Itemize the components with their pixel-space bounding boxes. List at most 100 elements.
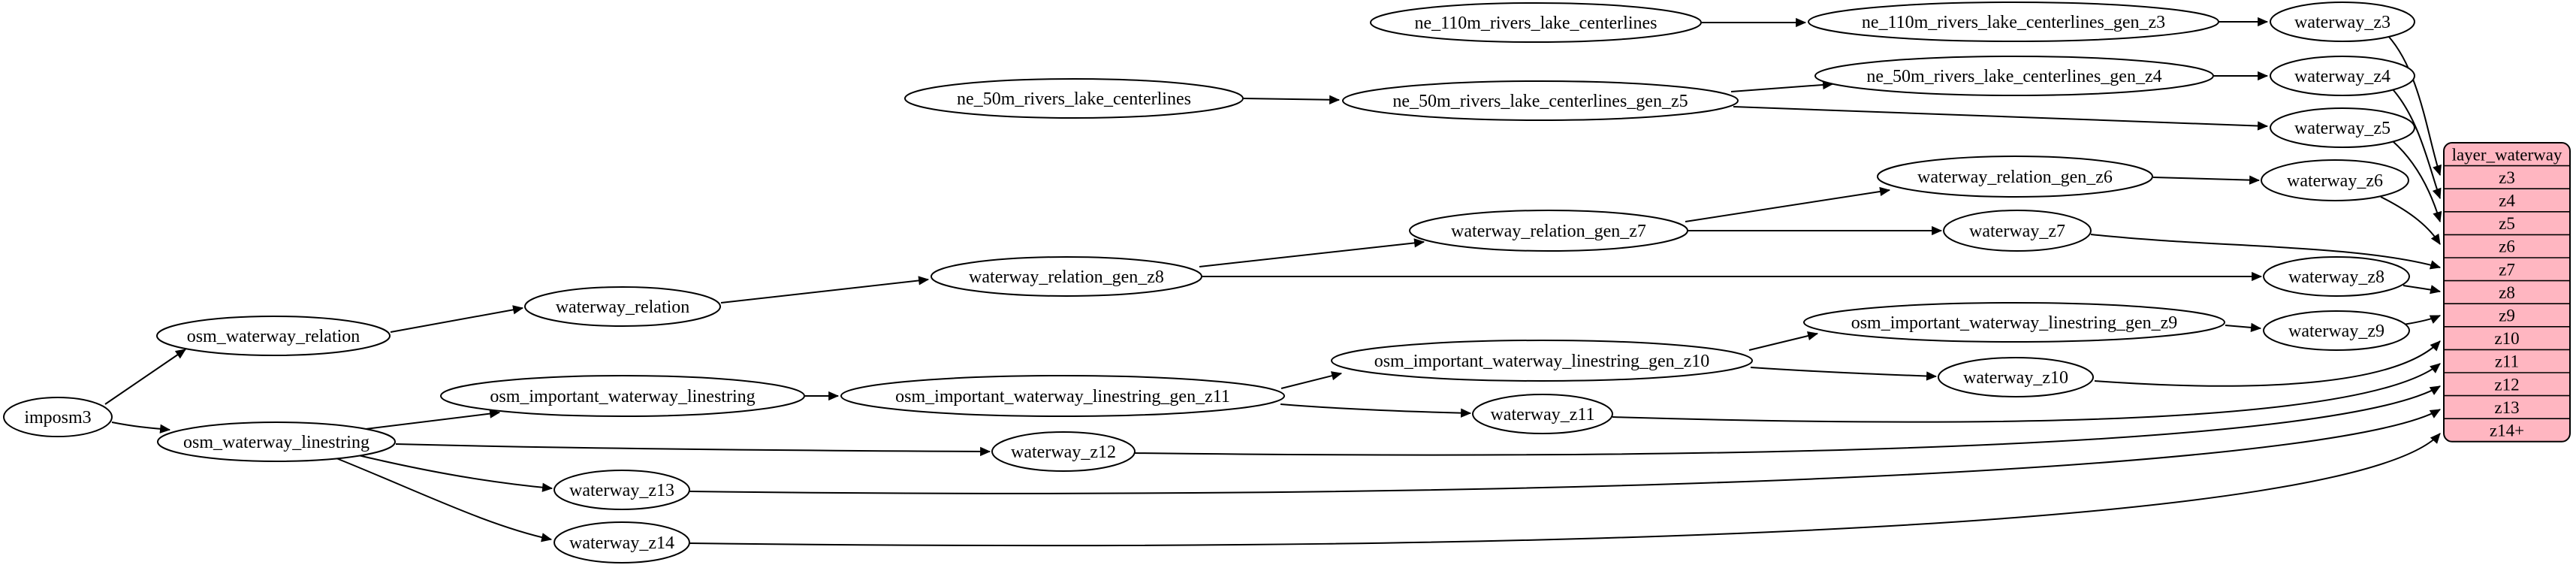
edges-layer [104,17,2442,547]
edge-waterway_z10-to-row_z10 [2094,340,2441,387]
edge-waterway_z13-to-row_z13 [689,409,2441,494]
node-waterway_z7: waterway_z7 [1943,210,2092,252]
edge-waterway_relation_gen_z7-to-waterway_relation_gen_z6 [1685,186,1891,222]
node-waterway_z12: waterway_z12 [991,431,1136,472]
table-row-z11: z11 [2495,352,2519,371]
node-waterway_z4-label: waterway_z4 [2294,67,2390,86]
node-waterway_relation_gen_z8-label: waterway_relation_gen_z8 [969,267,1164,287]
node-waterway_z5-shape [2270,107,2415,148]
node-imposm3: imposm3 [3,397,113,437]
edge-waterway_z6-to-row_z6 [2380,196,2441,245]
table-row-z7: z7 [2499,260,2515,279]
node-osm_important_waterway_linestring_gen_z11-label: osm_important_waterway_linestring_gen_z1… [895,387,1230,406]
node-waterway_z14-label: waterway_z14 [569,533,674,553]
node-osm_important_waterway_linestring-shape [440,375,805,417]
node-waterway_z3-shape [2270,2,2415,42]
edge-waterway_z3-to-row_z3 [2387,35,2442,177]
table-row-z14+: z14+ [2490,421,2524,440]
node-waterway_z11-label: waterway_z11 [1490,405,1594,425]
node-osm_important_waterway_linestring_gen_z9: osm_important_waterway_linestring_gen_z9 [1803,302,2225,343]
node-waterway_z11: waterway_z11 [1472,394,1613,434]
node-waterway_z6-label: waterway_z6 [2287,171,2383,191]
node-waterway_relation_gen_z6: waterway_relation_gen_z6 [1877,156,2153,198]
node-waterway_relation_gen_z7-label: waterway_relation_gen_z7 [1451,222,1646,241]
node-imposm3-label: imposm3 [24,408,91,428]
table-row-z12: z12 [2494,375,2519,394]
node-waterway_z12-label: waterway_z12 [1011,443,1116,462]
node-waterway_z10-label: waterway_z10 [1963,368,2068,388]
node-osm_waterway_relation-label: osm_waterway_relation [187,327,360,346]
node-ne_50m_rivers_lake_centerlines_gen_z5: ne_50m_rivers_lake_centerlines_gen_z5 [1342,80,1739,121]
node-waterway_z6: waterway_z6 [2261,159,2409,201]
node-waterway_z10-shape [1938,357,2094,397]
edge-waterway_z14-to-row_z14+ [689,433,2441,547]
node-waterway_relation_gen_z7-shape [1409,210,1688,252]
node-osm_important_waterway_linestring: osm_important_waterway_linestring [440,375,805,417]
node-osm_important_waterway_linestring_gen_z10: osm_important_waterway_linestring_gen_z1… [1331,340,1753,382]
node-osm_important_waterway_linestring_gen_z9-label: osm_important_waterway_linestring_gen_z9 [1851,313,2178,333]
edge-osm_important_waterway_linestring_gen_z11-to-waterway_z11 [1280,403,1472,418]
node-ne_50m_rivers_lake_centerlines_gen_z5-label: ne_50m_rivers_lake_centerlines_gen_z5 [1392,92,1688,111]
node-osm_waterway_linestring-label: osm_waterway_linestring [183,433,370,452]
node-waterway_relation_gen_z7: waterway_relation_gen_z7 [1409,210,1688,252]
node-waterway_z10: waterway_z10 [1938,357,2094,397]
edge-osm_important_waterway_linestring_gen_z11-to-osm_important_waterway_linestring_gen_z10 [1280,371,1343,389]
node-waterway_z14: waterway_z14 [554,521,690,563]
node-waterway_z9-label: waterway_z9 [2288,322,2384,341]
edge-waterway_relation-to-waterway_relation_gen_z8 [720,276,930,304]
table-row-z6: z6 [2499,237,2515,256]
node-waterway_z8: waterway_z8 [2263,256,2410,297]
node-waterway_z3: waterway_z3 [2270,2,2415,42]
node-osm_waterway_relation-shape [156,316,391,356]
node-waterway_z13: waterway_z13 [554,470,690,510]
table-row-z13: z13 [2494,398,2519,417]
edge-waterway_z5-to-row_z5 [2392,140,2442,223]
table-row-z9: z9 [2499,307,2515,325]
node-waterway_z4-shape [2270,56,2415,96]
node-osm_important_waterway_linestring_gen_z11: osm_important_waterway_linestring_gen_z1… [840,375,1285,417]
node-waterway_relation_gen_z6-label: waterway_relation_gen_z6 [1917,168,2113,187]
edge-osm_important_waterway_linestring_gen_z10-to-waterway_z10 [1750,367,1938,381]
node-ne_50m_rivers_lake_centerlines: ne_50m_rivers_lake_centerlines [904,78,1244,119]
node-osm_important_waterway_linestring_gen_z10-shape [1331,340,1753,382]
node-osm_important_waterway_linestring_gen_z9-shape [1803,302,2225,343]
table-row-z3: z3 [2499,168,2515,187]
node-osm_waterway_relation: osm_waterway_relation [156,316,391,356]
node-waterway_relation_gen_z8-shape [931,256,1202,297]
node-waterway_z9: waterway_z9 [2263,310,2410,351]
node-ne_50m_rivers_lake_centerlines-shape [904,78,1244,119]
node-ne_50m_rivers_lake_centerlines_gen_z4-label: ne_50m_rivers_lake_centerlines_gen_z4 [1866,67,2161,86]
node-waterway_z9-shape [2263,310,2410,351]
edge-osm_important_waterway_linestring_gen_z9-to-waterway_z9 [2225,322,2262,333]
node-waterway_relation_gen_z6-shape [1877,156,2153,198]
node-osm_waterway_linestring: osm_waterway_linestring [157,421,396,462]
node-waterway_z13-label: waterway_z13 [569,481,674,500]
edge-osm_waterway_relation-to-waterway_relation [390,305,524,333]
edge-ne_50m_rivers_lake_centerlines-to-ne_50m_rivers_lake_centerlines_gen_z5 [1243,95,1341,104]
node-waterway_z7-label: waterway_z7 [1969,222,2065,241]
node-waterway_z3-label: waterway_z3 [2294,13,2390,32]
node-ne_50m_rivers_lake_centerlines_gen_z5-shape [1342,80,1739,121]
node-ne_110m_rivers_lake_centerlines-label: ne_110m_rivers_lake_centerlines [1415,14,1658,33]
node-waterway_z12-shape [991,431,1136,472]
edge-waterway_z8-to-row_z8 [2403,285,2442,295]
node-ne_110m_rivers_lake_centerlines-shape [1370,2,1702,43]
edge-imposm3-to-osm_waterway_relation [104,349,186,405]
node-osm_important_waterway_linestring-label: osm_important_waterway_linestring [490,387,755,406]
node-waterway_relation-label: waterway_relation [556,298,690,317]
edge-waterway_relation_gen_z6-to-waterway_z6 [2152,175,2261,185]
node-waterway_relation: waterway_relation [524,286,721,327]
node-ne_110m_rivers_lake_centerlines_gen_z3: ne_110m_rivers_lake_centerlines_gen_z3 [1808,2,2219,42]
node-ne_110m_rivers_lake_centerlines_gen_z3-label: ne_110m_rivers_lake_centerlines_gen_z3 [1862,13,2165,32]
node-imposm3-shape [3,397,113,437]
node-osm_waterway_linestring-shape [157,421,396,462]
node-waterway_z8-label: waterway_z8 [2288,267,2384,287]
node-ne_50m_rivers_lake_centerlines-label: ne_50m_rivers_lake_centerlines [957,89,1191,109]
node-waterway_z6-shape [2261,159,2409,201]
edge-imposm3-to-osm_waterway_linestring [111,421,171,434]
edge-waterway_z7-to-row_z7 [2090,234,2442,270]
edge-osm_important_waterway_linestring_gen_z10-to-osm_important_waterway_linestring_gen_z9 [1748,331,1819,351]
table-row-z5: z5 [2499,214,2515,233]
